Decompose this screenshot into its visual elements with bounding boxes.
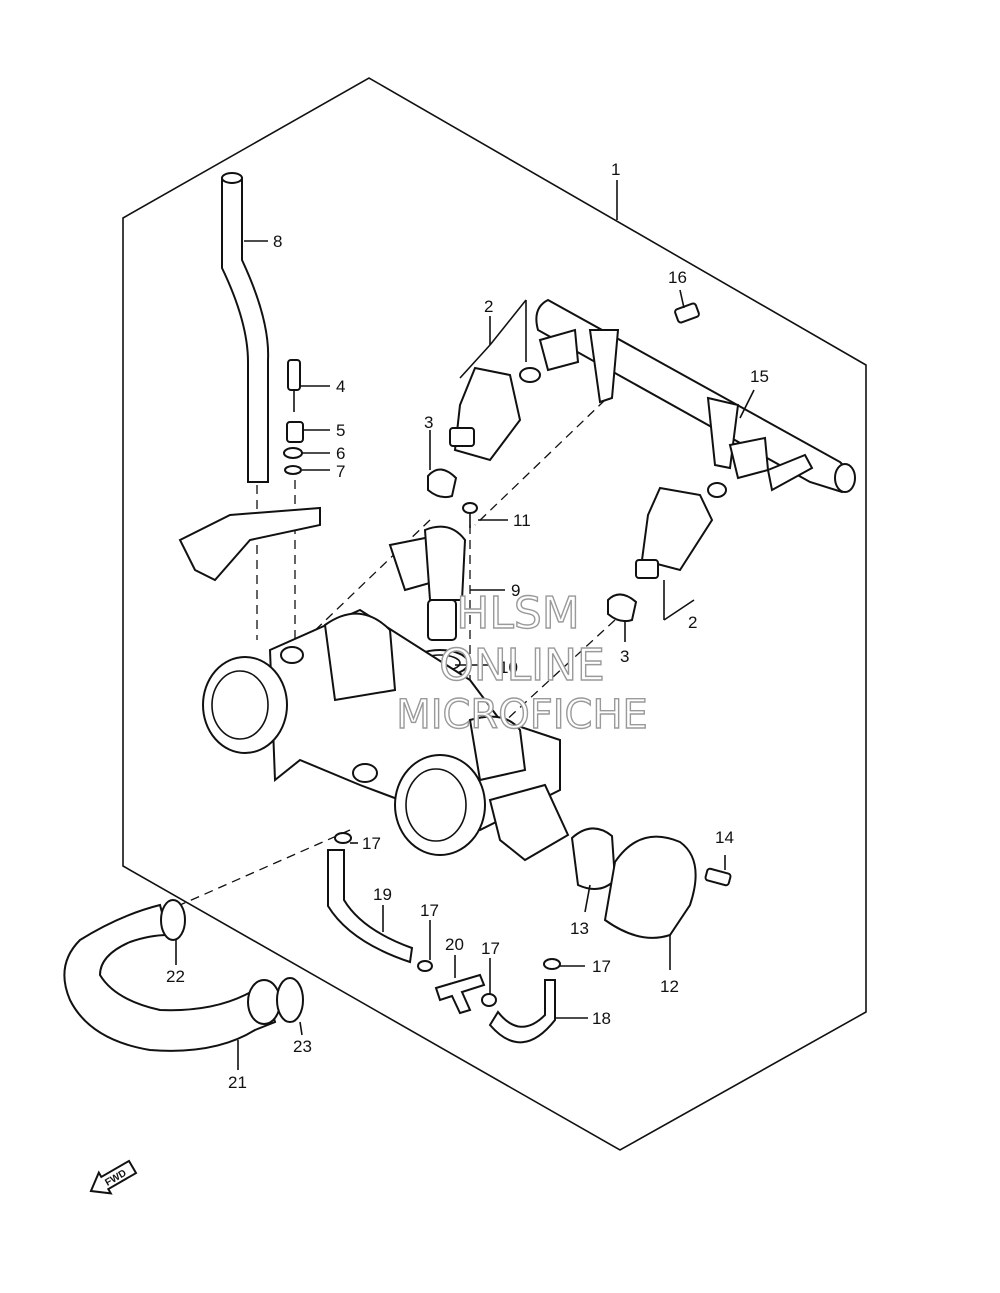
screw-4	[287, 359, 301, 391]
seal-3a	[427, 468, 458, 499]
callout-11: 11	[513, 511, 531, 530]
watermark-line-2: ONLINE	[439, 640, 605, 691]
callout-22: 22	[166, 967, 185, 986]
callout-13: 13	[570, 919, 589, 938]
injector-2b	[635, 482, 727, 579]
callout-18: 18	[592, 1009, 611, 1028]
callout-6: 6	[336, 444, 345, 463]
clip-17b	[417, 960, 433, 972]
throttle-body	[178, 506, 570, 862]
fuel-rail-nozzle	[766, 453, 814, 492]
callout-9: 9	[511, 581, 520, 600]
clamp-23	[276, 977, 304, 1023]
callout-20: 20	[445, 935, 464, 954]
sensor-cover-12	[603, 835, 697, 939]
callout-7: 7	[336, 462, 345, 481]
fuel-rail-bracket-a	[588, 329, 620, 404]
hose-8	[221, 173, 270, 483]
injector-2a	[449, 366, 541, 462]
callout-23: 23	[293, 1037, 312, 1056]
fuel-rail-port-b	[728, 436, 770, 480]
dash-line-injector-2	[489, 619, 616, 736]
callout-3a: 3	[424, 413, 433, 432]
callout-3b: 3	[620, 647, 629, 666]
bolt-16	[674, 302, 700, 324]
callout-1: 1	[611, 160, 620, 179]
fuel-rail-port-a	[538, 328, 580, 372]
callout-17a: 17	[362, 834, 381, 853]
callout-16: 16	[668, 268, 687, 287]
spring-5	[286, 421, 304, 443]
fwd-arrow-icon: FWD	[89, 1159, 138, 1195]
callout-12: 12	[660, 977, 679, 996]
hose-21	[63, 903, 277, 1052]
dash-line-lower	[179, 829, 351, 906]
callout-17c: 17	[481, 939, 500, 958]
hose-19	[327, 849, 414, 964]
callout-4: 4	[336, 377, 345, 396]
callout-17b: 17	[420, 901, 439, 920]
seal-3b	[607, 593, 638, 623]
screw-11-head	[462, 502, 478, 514]
washer-6	[283, 447, 303, 459]
hose-18	[488, 979, 556, 1044]
watermark-line-1: HLSM	[456, 588, 580, 639]
callout-17d: 17	[592, 957, 611, 976]
callout-2b: 2	[688, 613, 697, 632]
callout-5: 5	[336, 421, 345, 440]
callout-15: 15	[750, 367, 769, 386]
assembly-box	[122, 77, 867, 1151]
clip-17d	[543, 958, 561, 970]
collar-13	[570, 827, 617, 890]
watermark: HLSM ONLINE MICROFICHE	[395, 587, 648, 738]
fuel-rail-inlet	[834, 463, 856, 493]
clip-17a	[334, 832, 352, 844]
t-joint-20	[434, 973, 486, 1015]
callout-10: 10	[499, 658, 518, 677]
callout-14: 14	[715, 828, 734, 847]
callout-2a: 2	[484, 297, 493, 316]
callouts: 1 2 2 3 3 4 5 6 7 8 9 10 11 12 13 14 15 …	[166, 160, 769, 1092]
watermark-line-3: MICROFICHE	[396, 692, 648, 738]
washer-7	[284, 465, 302, 475]
hose-8-end	[221, 172, 243, 184]
callout-8: 8	[273, 232, 282, 251]
clip-17c	[481, 993, 497, 1007]
leader-lines	[175, 180, 755, 1070]
dash-line-rail	[474, 399, 606, 526]
sensor-9	[388, 525, 467, 641]
clamp-22	[160, 899, 186, 941]
screw-14	[704, 867, 732, 887]
callout-19: 19	[373, 885, 392, 904]
hose-21-end	[247, 979, 281, 1025]
callout-21: 21	[228, 1073, 247, 1092]
